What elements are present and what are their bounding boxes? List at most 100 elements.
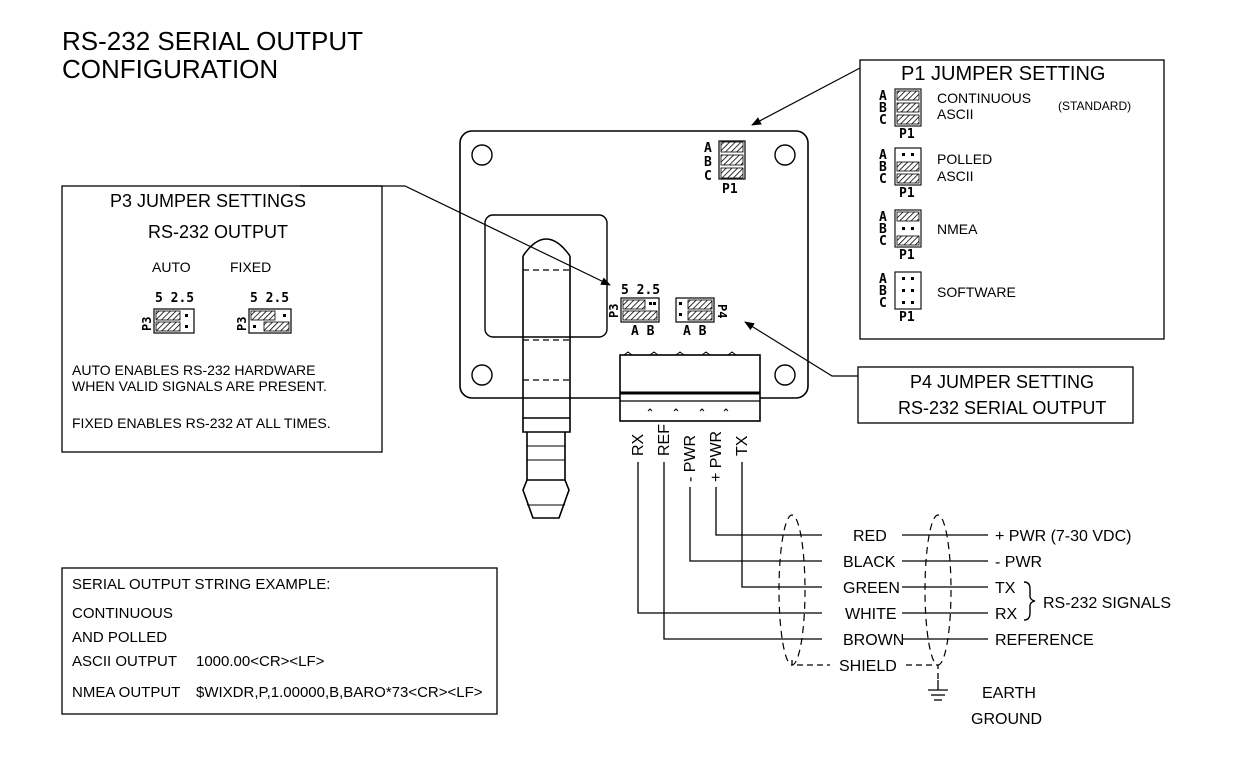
board-p1-jumper: A B C P1 [704, 140, 746, 197]
p3-fixed-conn: P3 [235, 317, 249, 331]
mounting-hole-bottom-right [774, 364, 796, 386]
p1-option-conn-label: P1 [899, 186, 915, 201]
p1-option-polled-label: POLLED [937, 151, 992, 167]
p1-option-pin [911, 301, 914, 304]
mounting-hole-top-left [471, 144, 493, 166]
board-p3-ab: A B [631, 324, 655, 339]
p3-leader-arrow [300, 185, 611, 286]
mounting-hole-bottom-left [471, 364, 493, 386]
diagram-title-line1: RS-232 SERIAL OUTPUT [62, 26, 363, 56]
p1-option-standard-note: (STANDARD) [1058, 99, 1131, 113]
p1-option-letter: A [879, 148, 887, 163]
p3-auto-conn: P3 [140, 317, 154, 331]
p3-option-auto-label: AUTO [152, 259, 191, 275]
p1-option-letter: B [879, 101, 887, 116]
p1-option-pin [911, 227, 914, 230]
serial-box-line1: CONTINUOUS [72, 605, 173, 622]
rs232-signals-label: RS-232 SIGNALS [1043, 595, 1171, 612]
p1-option-conn-label: P1 [899, 127, 915, 142]
p1-option-pin [911, 289, 914, 292]
p1-option-letter: A [879, 272, 887, 287]
p3-box-subtitle: RS-232 OUTPUT [148, 222, 288, 242]
p1-option-letter: C [879, 296, 887, 311]
p4-box-line2: RS-232 SERIAL OUTPUT [898, 398, 1106, 418]
wire-color-white: WHITE [845, 606, 897, 623]
wire-color-brown: BROWN [843, 632, 904, 649]
p1-option-jumper-cap [896, 211, 920, 222]
p1-option-letter: B [879, 222, 887, 237]
wire-color-shield: SHIELD [839, 658, 897, 675]
p1-option-software-label: SOFTWARE [937, 284, 1016, 300]
leader-arrows [300, 67, 861, 377]
p3-box-title: P3 JUMPER SETTINGS [110, 191, 306, 211]
wire-color-black: BLACK [843, 554, 896, 571]
p1-option-jumper-3: ABC P1 [879, 271, 922, 325]
ground-label: GROUND [971, 711, 1042, 728]
p3-auto-scale: 5 2.5 [155, 291, 194, 306]
p3-note-line2: WHEN VALID SIGNALS ARE PRESENT. [72, 378, 327, 394]
diagram-title-line2: CONFIGURATION [62, 54, 278, 84]
board-p4-ab: A B [683, 324, 707, 339]
signal-minus-pwr: - PWR [995, 554, 1042, 571]
terminal-label-minus-pwr: - PWR [682, 435, 699, 482]
p1-option-letter: A [879, 210, 887, 225]
p1-option-letter: C [879, 234, 887, 249]
board-p4-jumper: P4 A B [675, 297, 729, 339]
p3-fixed-scale: 5 2.5 [250, 291, 289, 306]
p3-note-line1: AUTO ENABLES RS-232 HARDWARE [72, 362, 316, 378]
p4-box-line1: P4 JUMPER SETTING [910, 372, 1094, 392]
p1-option-pin [911, 277, 914, 280]
p1-jumper-setting-box: P1 JUMPER SETTING [859, 59, 1165, 340]
p1-option-letter: B [879, 284, 887, 299]
rs232-signals-brace [1023, 581, 1036, 621]
p1-box-title: P1 JUMPER SETTING [901, 63, 1105, 85]
cable-bundle-left [778, 514, 806, 666]
p4-jumper-setting-box: P4 JUMPER SETTING RS-232 SERIAL OUTPUT [857, 366, 1134, 424]
board-p3-label: P3 [607, 304, 621, 318]
board-p1-label: P1 [722, 182, 738, 197]
wire-color-green: GREEN [843, 580, 900, 597]
board-p3-jumper: 5 2.5 P3 A B [607, 283, 660, 339]
p1-option-pin [902, 289, 905, 292]
p1-option-jumper-cap [896, 235, 920, 246]
p1-option-jumper-cap [896, 114, 920, 125]
terminal-label-plus-pwr: + PWR [708, 431, 725, 482]
p1-option-continuous-label: CONTINUOUS [937, 90, 1031, 106]
p1-option-letter: C [879, 172, 887, 187]
p3-option-fixed-label: FIXED [230, 259, 271, 275]
p1-option-polled-label2: ASCII [937, 168, 974, 184]
signal-rx: RX [995, 606, 1018, 623]
signal-tx: TX [995, 580, 1016, 597]
terminal-block [619, 351, 761, 422]
p1-option-letter: B [879, 160, 887, 175]
p1-option-letter: A [879, 89, 887, 104]
p1-option-pin [902, 153, 905, 156]
ascii-output-label: ASCII OUTPUT [72, 653, 177, 670]
cable-bundle-right [924, 514, 952, 666]
signal-reference: REFERENCE [995, 632, 1094, 649]
wires [637, 462, 988, 680]
pressure-port-tube [522, 238, 571, 519]
signal-plus-pwr: + PWR (7-30 VDC) [995, 528, 1131, 545]
p3-jumper-settings-box: P3 JUMPER SETTINGS RS-232 OUTPUT AUTO FI… [61, 185, 383, 453]
p1-option-continuous-label2: ASCII [937, 106, 974, 122]
board-p3-scale: 5 2.5 [621, 283, 660, 298]
serial-output-example-box: SERIAL OUTPUT STRING EXAMPLE: CONTINUOUS… [61, 567, 498, 715]
p1-option-jumper-cap [896, 161, 920, 172]
board-p4-label: P4 [715, 304, 729, 318]
p1-option-pin [902, 301, 905, 304]
terminal-label-ref: REF [656, 424, 673, 456]
p1-option-jumper-cap [896, 90, 920, 101]
serial-box-header: SERIAL OUTPUT STRING EXAMPLE: [72, 576, 330, 593]
p1-option-pin [911, 153, 914, 156]
p1-option-nmea-label: NMEA [937, 221, 978, 237]
ascii-output-value: 1000.00<CR><LF> [196, 653, 325, 670]
p3-note-line3: FIXED ENABLES RS-232 AT ALL TIMES. [72, 415, 331, 431]
p1-option-jumper-1: ABC P1 [879, 147, 922, 201]
terminal-label-rx: RX [630, 433, 647, 456]
p1-option-conn-label: P1 [899, 310, 915, 325]
board-p1-letter-a: A [704, 141, 712, 156]
